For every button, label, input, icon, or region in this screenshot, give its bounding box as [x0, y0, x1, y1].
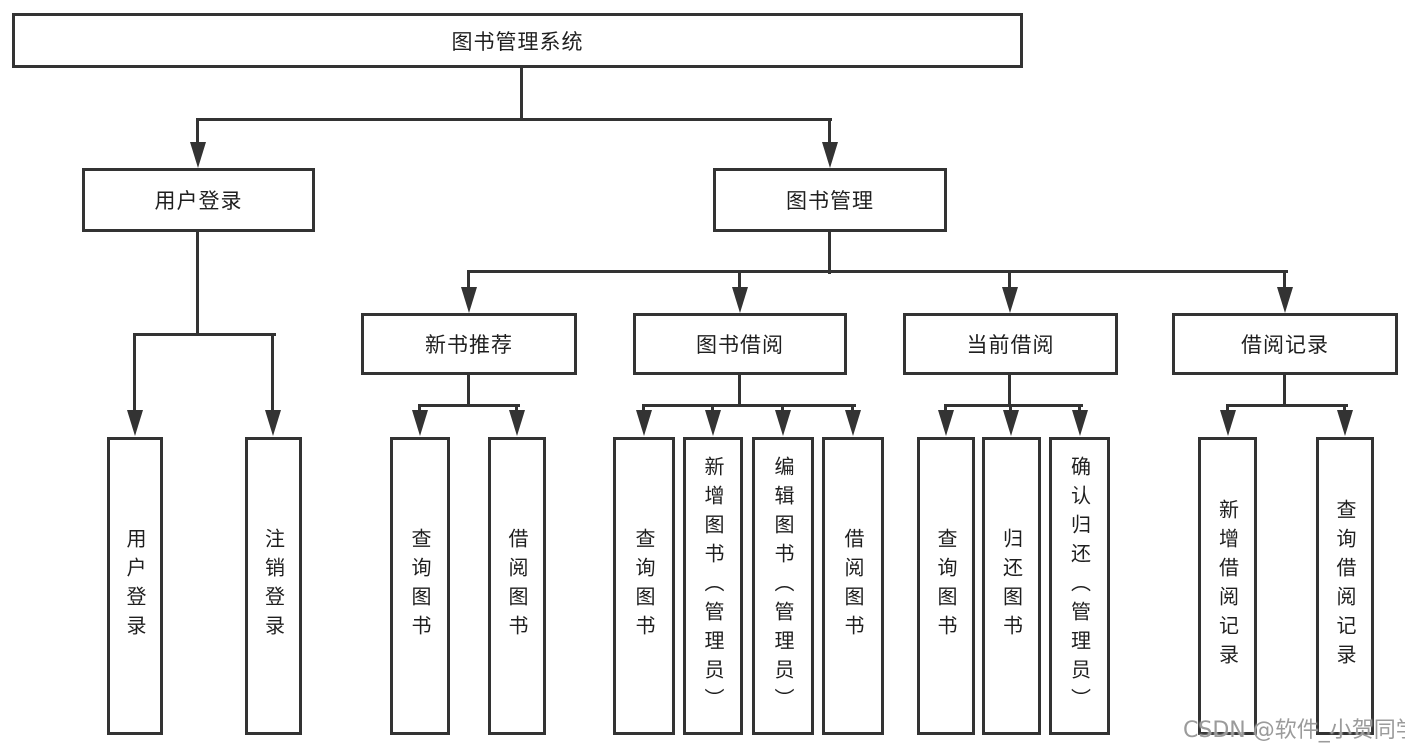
- connector-line: [196, 118, 199, 146]
- leaf-edit-books-admin: 编辑图书（管理员）: [752, 437, 814, 735]
- connector-line: [133, 333, 276, 336]
- connector-line: [418, 404, 520, 407]
- arrow-down-icon: [509, 410, 525, 436]
- arrow-down-icon: [775, 410, 791, 436]
- arrow-down-icon: [1002, 287, 1018, 313]
- connector-line: [418, 404, 421, 414]
- leaf-query-borrow-record: 查询借阅记录: [1316, 437, 1374, 735]
- arrow-down-icon: [461, 287, 477, 313]
- leaf-logout: 注销登录: [245, 437, 302, 735]
- connector-line: [738, 270, 741, 290]
- arrow-down-icon: [732, 287, 748, 313]
- connector-line: [1009, 404, 1012, 414]
- leaf-confirm-return-admin: 确认归还（管理员）: [1049, 437, 1110, 735]
- node-book-borrowing: 图书借阅: [633, 313, 847, 375]
- arrow-down-icon: [190, 142, 206, 168]
- connector-line: [1008, 375, 1011, 407]
- arrow-down-icon: [1220, 410, 1236, 436]
- leaf-return-books: 归还图书: [982, 437, 1041, 735]
- arrow-down-icon: [265, 410, 281, 436]
- leaf-add-books-admin: 新增图书（管理员）: [683, 437, 743, 735]
- arrow-down-icon: [1337, 410, 1353, 436]
- arrow-down-icon: [412, 410, 428, 436]
- connector-line: [515, 404, 518, 414]
- arrow-down-icon: [822, 142, 838, 168]
- leaf-query-books-current: 查询图书: [917, 437, 975, 735]
- leaf-borrow-books: 借阅图书: [822, 437, 884, 735]
- node-borrowing-records: 借阅记录: [1172, 313, 1398, 375]
- connector-line: [642, 404, 645, 414]
- arrow-down-icon: [1072, 410, 1088, 436]
- leaf-query-books-borrowing: 查询图书: [613, 437, 675, 735]
- node-new-book-recommendation: 新书推荐: [361, 313, 577, 375]
- arrow-down-icon: [636, 410, 652, 436]
- node-book-management: 图书管理: [713, 168, 947, 232]
- leaf-borrow-books-recommend: 借阅图书: [488, 437, 546, 735]
- connector-line: [196, 232, 199, 335]
- connector-line: [944, 404, 1083, 407]
- arrow-down-icon: [845, 410, 861, 436]
- connector-line: [828, 118, 831, 146]
- connector-line: [1283, 375, 1286, 407]
- connector-line: [1226, 404, 1229, 414]
- arrow-down-icon: [1003, 410, 1019, 436]
- connector-line: [711, 404, 714, 414]
- connector-line: [520, 68, 523, 121]
- connector-line: [1008, 270, 1011, 290]
- arrow-down-icon: [705, 410, 721, 436]
- connector-line: [781, 404, 784, 414]
- connector-line: [467, 270, 470, 290]
- leaf-user-login: 用户登录: [107, 437, 163, 735]
- connector-line: [642, 404, 856, 407]
- connector-line: [271, 333, 274, 412]
- node-library-management-system: 图书管理系统: [12, 13, 1023, 68]
- connector-line: [738, 375, 741, 407]
- connector-line: [467, 270, 1288, 273]
- node-user-login: 用户登录: [82, 168, 315, 232]
- connector-line: [1283, 270, 1286, 290]
- connector-line: [196, 118, 832, 121]
- node-current-borrowing: 当前借阅: [903, 313, 1118, 375]
- arrow-down-icon: [938, 410, 954, 436]
- arrow-down-icon: [1277, 287, 1293, 313]
- connector-line: [467, 375, 470, 407]
- leaf-add-borrow-record: 新增借阅记录: [1198, 437, 1257, 735]
- connector-line: [1078, 404, 1081, 414]
- connector-line: [133, 333, 136, 412]
- leaf-query-books-recommend: 查询图书: [390, 437, 450, 735]
- connector-line: [1226, 404, 1348, 407]
- watermark: CSDN @软件_小贺同学: [1183, 718, 1405, 743]
- connector-line: [851, 404, 854, 414]
- connector-line: [1343, 404, 1346, 414]
- connector-line: [944, 404, 947, 414]
- connector-line: [828, 232, 831, 274]
- arrow-down-icon: [127, 410, 143, 436]
